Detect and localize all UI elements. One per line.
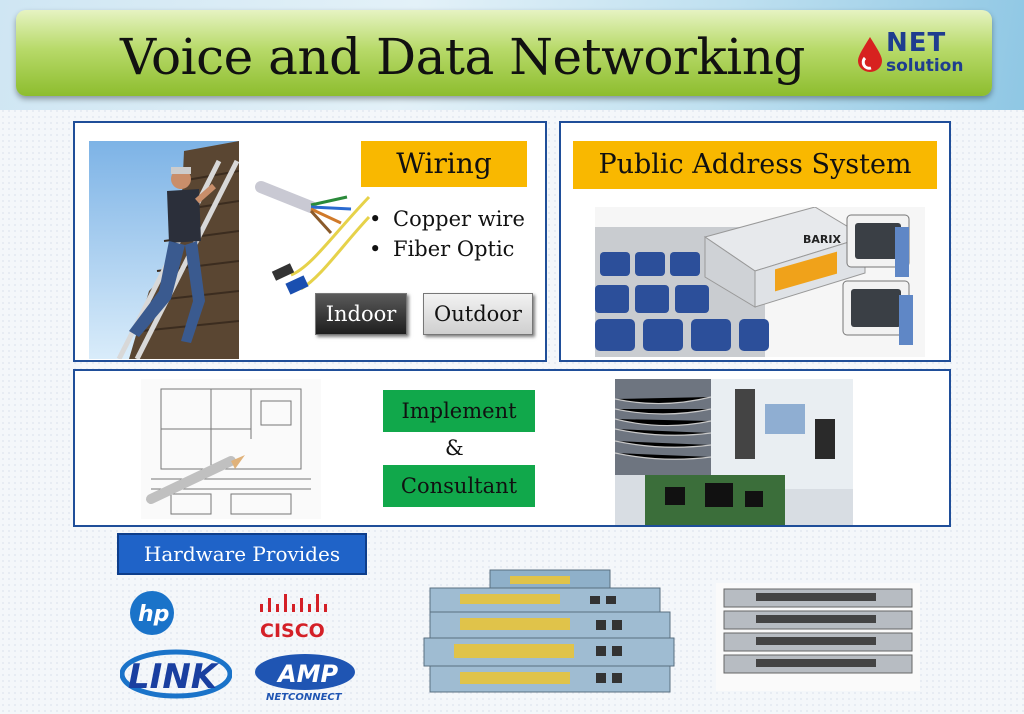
ampersand: & (445, 436, 464, 460)
link-logo: LINK (120, 640, 232, 704)
public-address-image: BARIX (595, 207, 925, 357)
svg-text:AMP: AMP (276, 660, 338, 688)
wiring-heading: Wiring (361, 141, 527, 187)
logo-solution-text: solution (886, 56, 964, 76)
bullet-copper: Copper wire (363, 207, 525, 231)
bullet-fiber: Fiber Optic (363, 237, 525, 261)
server-room-image (615, 379, 853, 525)
title-bar: Voice and Data Networking NET solution (16, 10, 992, 96)
cable-image (251, 177, 371, 297)
wiring-panel: Wiring Copper wire Fiber Optic Indoor Ou… (73, 121, 547, 362)
implement-label: Implement (383, 390, 535, 432)
svg-text:LINK: LINK (128, 657, 220, 697)
page-title: Voice and Data Networking (120, 28, 805, 86)
hp-logo: hp (126, 590, 178, 636)
rack-switches-image (716, 583, 920, 691)
svg-text:CISCO: CISCO (260, 620, 325, 642)
public-address-heading: Public Address System (573, 141, 937, 189)
net-solution-logo: NET solution (856, 26, 966, 84)
consultant-label: Consultant (383, 465, 535, 507)
public-address-panel: Public Address System BARIX (559, 121, 951, 362)
svg-text:NETCONNECT: NETCONNECT (266, 692, 343, 702)
indoor-button[interactable]: Indoor (315, 293, 407, 335)
implement-panel: Implement & Consultant (73, 369, 951, 527)
amp-netconnect-logo: AMP NETCONNECT (250, 650, 360, 702)
hardware-provides-label: Hardware Provides (117, 533, 367, 575)
outdoor-button[interactable]: Outdoor (423, 293, 533, 335)
cisco-switches-image (410, 552, 690, 702)
wiring-bullets: Copper wire Fiber Optic (363, 207, 525, 267)
drop-icon (858, 37, 882, 72)
cisco-logo: CISCO (252, 592, 342, 642)
barix-brand: BARIX (803, 233, 841, 246)
logo-net-text: NET (886, 28, 947, 58)
svg-text:hp: hp (138, 602, 169, 627)
blueprint-image (141, 379, 321, 519)
technician-photo (89, 141, 239, 359)
